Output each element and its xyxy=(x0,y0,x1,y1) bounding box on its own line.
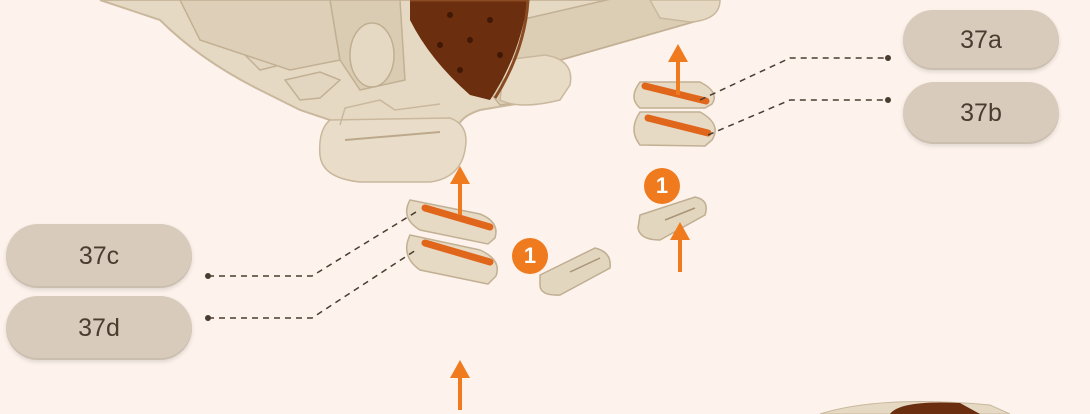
main-assembly-illustration xyxy=(100,0,720,182)
label-37d: 37d xyxy=(6,296,192,360)
part-37b-illustration xyxy=(634,112,715,146)
label-37d-text: 37d xyxy=(78,314,120,343)
step-number: 1 xyxy=(524,243,536,269)
label-37c-text: 37c xyxy=(79,242,119,271)
leader-37c xyxy=(208,212,416,276)
label-37c: 37c xyxy=(6,224,192,288)
label-37b-text: 37b xyxy=(960,99,1002,128)
bottom-right-partial-piece xyxy=(820,402,1010,414)
step-number: 1 xyxy=(656,173,668,199)
label-37a: 37a xyxy=(903,10,1059,70)
step-badge-right: 1 xyxy=(644,168,680,204)
arrow-up-bottom xyxy=(450,360,470,410)
step-badge-left: 1 xyxy=(512,238,548,274)
leader-37b xyxy=(708,100,888,135)
part-37a-illustration xyxy=(634,82,714,108)
wedge-piece-left xyxy=(540,248,610,295)
label-37a-text: 37a xyxy=(960,26,1002,55)
leader-37a xyxy=(700,58,888,100)
wedge-piece-right xyxy=(638,197,706,240)
leader-37d xyxy=(208,250,416,318)
label-37b: 37b xyxy=(903,82,1059,144)
